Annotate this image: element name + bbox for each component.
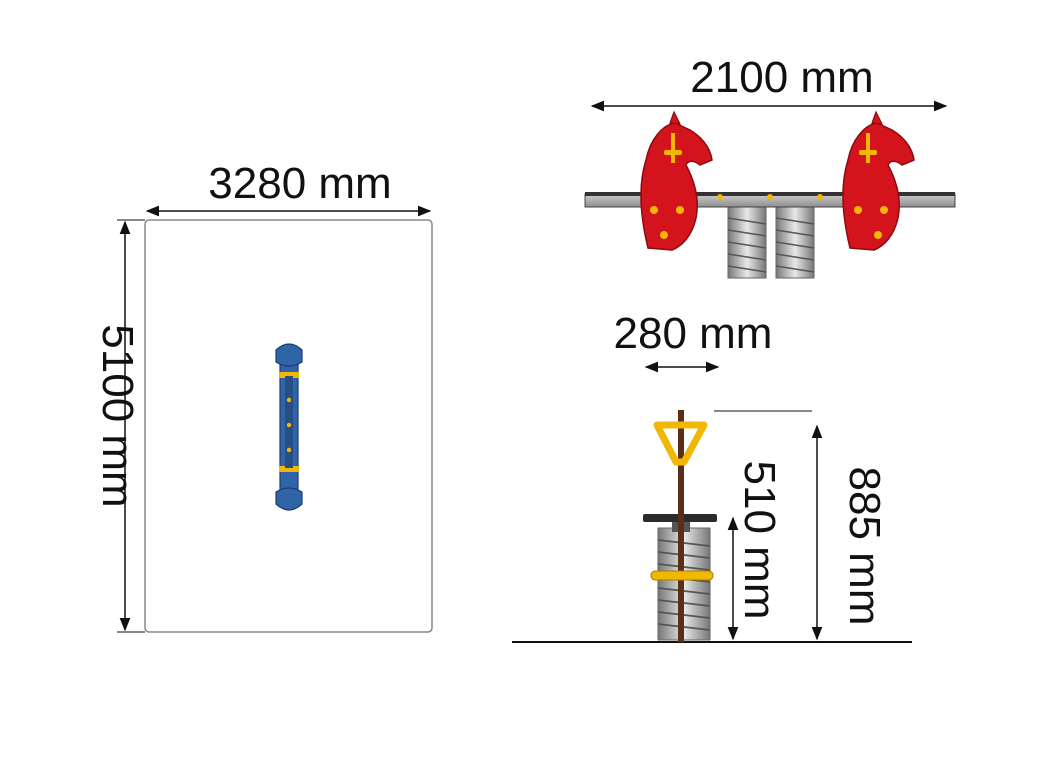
foot-rest <box>650 570 714 581</box>
seat-height-label: 510 mm <box>735 461 784 620</box>
area-width-label: 3280 mm <box>208 159 391 208</box>
equipment-footprint <box>275 343 303 511</box>
total-height-label: 885 mm <box>840 467 889 626</box>
seat-depth-label: 280 mm <box>614 309 773 358</box>
safety-area-outline <box>144 219 433 633</box>
area-length-label: 5100 mm <box>93 324 142 507</box>
front-view: 2100 mm <box>584 53 956 279</box>
product-width-label: 2100 mm <box>690 53 873 102</box>
plan-view: 3280 mm 5100 mm <box>93 159 433 633</box>
side-post <box>678 410 684 642</box>
front-springs <box>727 205 815 279</box>
top-handle <box>653 421 708 466</box>
horse-seat-left <box>640 110 713 251</box>
side-view: 280 mm 510 mm 885 mm <box>512 309 912 643</box>
horse-seat-right <box>842 110 915 251</box>
